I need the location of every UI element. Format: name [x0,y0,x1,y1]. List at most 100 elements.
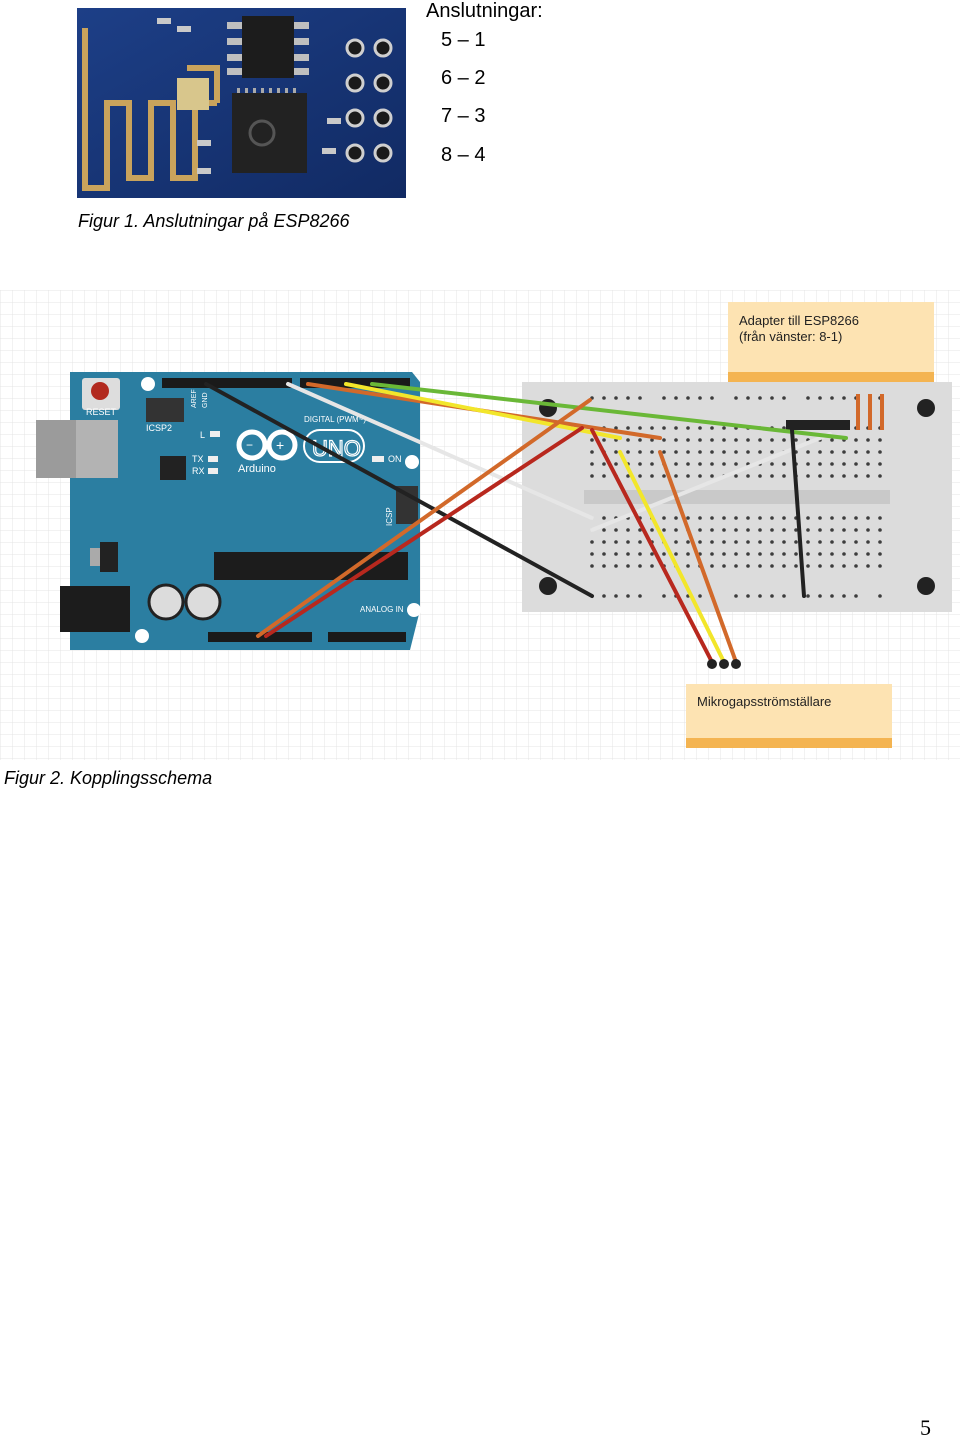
connection-row: 7 – 3 [441,105,486,127]
breadboard-hole [602,462,606,466]
breadboard-hole [686,438,690,442]
reset-label: RESET [86,407,117,417]
breadboard-hole [758,540,762,544]
breadboard-hole [854,516,858,520]
breadboard-hole [614,462,618,466]
breadboard-hole [878,474,882,478]
esp8266-photo [77,8,406,198]
figure-1-caption: Figur 1. Anslutningar på ESP8266 [78,211,350,231]
digital-header-1 [162,378,292,388]
breadboard-hole [722,450,726,454]
breadboard-hole [638,594,642,598]
analog-label: ANALOG IN [360,605,404,614]
breadboard-hole [770,396,774,400]
note-switch: Mikrogapsströmställare [686,684,892,748]
breadboard-hole [626,396,630,400]
breadboard-hole [698,516,702,520]
breadboard-hole [662,396,666,400]
breadboard-hole [878,564,882,568]
breadboard-hole [842,450,846,454]
breadboard-hole [878,462,882,466]
adapter-pins [856,394,884,430]
breadboard-hole [830,564,834,568]
breadboard-hole [878,516,882,520]
breadboard-hole [770,516,774,520]
breadboard-hole [590,540,594,544]
breadboard-hole [602,396,606,400]
breadboard-hole [794,540,798,544]
wire-orange [256,398,592,638]
breadboard-hole [650,564,654,568]
breadboard-hole [614,540,618,544]
breadboard-hole [590,450,594,454]
breadboard-hole [674,450,678,454]
breadboard-hole [794,564,798,568]
breadboard-hole [878,450,882,454]
breadboard-hole [590,462,594,466]
breadboard-hole [806,396,810,400]
gnd-label: GND [202,392,209,408]
breadboard-hole [674,396,678,400]
breadboard-hole [782,516,786,520]
breadboard-hole [686,426,690,430]
breadboard-hole [662,516,666,520]
breadboard-hole [818,594,822,598]
breadboard-hole [734,450,738,454]
breadboard-hole [842,540,846,544]
on-label: ON [388,454,402,464]
arduino-brand-label: Arduino [238,463,276,475]
breadboard-hole [662,438,666,442]
breadboard-hole [602,552,606,556]
breadboard-hole [698,462,702,466]
breadboard-hole [626,594,630,598]
breadboard-hole [734,552,738,556]
breadboard-hole [782,438,786,442]
breadboard-hole [722,552,726,556]
breadboard-hole [830,540,834,544]
breadboard-hole [674,516,678,520]
breadboard-hole [854,540,858,544]
breadboard-hole [830,594,834,598]
breadboard-hole [782,540,786,544]
breadboard-hole [674,540,678,544]
breadboard-hole [830,438,834,442]
connections-title: Anslutningar: [426,0,543,22]
breadboard-hole [650,438,654,442]
breadboard-hole [686,552,690,556]
breadboard-hole [806,528,810,532]
breadboard-hole [746,564,750,568]
breadboard-hole [602,528,606,532]
breadboard-hole [866,516,870,520]
breadboard-hole [806,540,810,544]
breadboard-hole [842,594,846,598]
breadboard-hole [854,474,858,478]
digital-header-2 [300,378,410,388]
antenna-trace [82,28,220,191]
atmega-chip [214,552,408,580]
breadboard-hole [806,516,810,520]
breadboard-hole [734,540,738,544]
breadboard-hole [722,540,726,544]
breadboard-hole [638,540,642,544]
breadboard-hole [770,564,774,568]
breadboard-hole [602,540,606,544]
wire-black [790,428,806,598]
breadboard-hole [746,552,750,556]
breadboard-hole [746,594,750,598]
breadboard-hole [818,564,822,568]
breadboard-hole [866,528,870,532]
breadboard-hole [854,564,858,568]
breadboard-hole [758,438,762,442]
breadboard-hole [770,540,774,544]
breadboard-hole [818,552,822,556]
breadboard-hole [734,516,738,520]
wire-orange [658,450,738,664]
esp-chip [232,93,307,173]
breadboard-hole [722,462,726,466]
breadboard-hole [650,426,654,430]
connection-row: 6 – 2 [441,67,486,89]
breadboard-hole [590,564,594,568]
breadboard-hole [746,528,750,532]
breadboard-hole [614,426,618,430]
breadboard-hole [710,540,714,544]
